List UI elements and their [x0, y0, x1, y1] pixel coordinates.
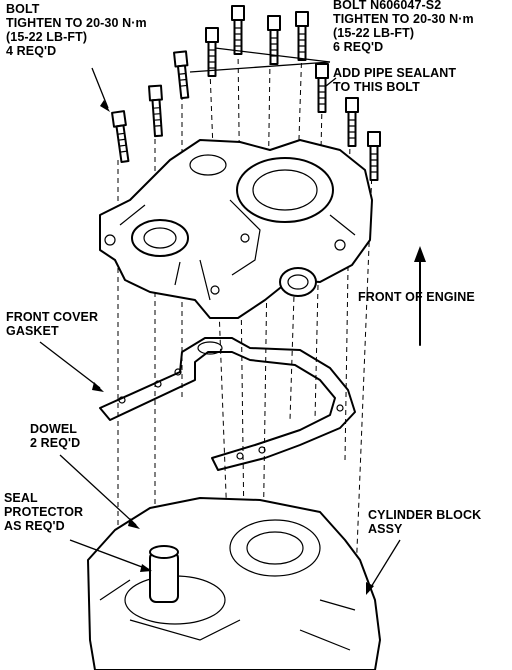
callout-line: 6 REQ'D [333, 40, 384, 54]
callout-line: TIGHTEN TO 20-30 N·m [333, 12, 474, 26]
front-cover-gasket [99, 337, 356, 471]
bolt-icon [231, 5, 245, 55]
callout-line: SEAL [4, 491, 38, 505]
gasket-callout: FRONT COVER GASKET [6, 310, 98, 338]
bolt-icon [148, 84, 163, 138]
cylinder-block [87, 497, 381, 670]
callout-line: TIGHTEN TO 20-30 N·m [6, 16, 147, 30]
bolt-icon [315, 63, 329, 113]
callout-line: BOLT [6, 2, 40, 16]
callout-line: (15-22 LB-FT) [6, 30, 88, 44]
dowel-callout: DOWEL 2 REQ'D [30, 422, 80, 450]
callout-line: CYLINDER BLOCK [368, 508, 482, 522]
bolt-icon [173, 50, 190, 100]
callout-line: 2 REQ'D [30, 436, 81, 450]
callout-line: (15-22 LB-FT) [333, 26, 415, 40]
bolt-callout-right: BOLT N606047-S2 TIGHTEN TO 20-30 N·m (15… [333, 0, 474, 54]
bolt-icon [111, 110, 130, 164]
leader-lines [39, 47, 401, 595]
callout-line: ADD PIPE SEALANT [333, 66, 457, 80]
sealant-callout: ADD PIPE SEALANT TO THIS BOLT [333, 66, 456, 94]
cylinder-block-callout: CYLINDER BLOCK ASSY [368, 508, 481, 536]
front-cover [99, 139, 373, 319]
front-direction-arrow-icon [414, 246, 426, 346]
callout-line: 4 REQ'D [6, 44, 57, 58]
callout-line: PROTECTOR [4, 505, 84, 519]
callout-line: FRONT COVER [6, 310, 99, 324]
callout-line: AS REQ'D [4, 519, 65, 533]
bolt-icon [267, 15, 281, 65]
bolt-icon [295, 11, 309, 61]
callout-line: ASSY [368, 522, 403, 536]
bolt-callout-left: BOLT TIGHTEN TO 20-30 N·m (15-22 LB-FT) … [6, 2, 147, 58]
callout-line: DOWEL [30, 422, 78, 436]
bolt-icon [367, 131, 381, 181]
bolt-group [111, 5, 381, 181]
callout-line: GASKET [6, 324, 59, 338]
callout-line: BOLT N606047-S2 [333, 0, 442, 12]
bolt-icon [205, 27, 219, 77]
front-of-engine-label: FRONT OF ENGINE [358, 290, 475, 304]
callout-line: TO THIS BOLT [333, 80, 420, 94]
bolt-icon [345, 97, 359, 147]
seal-protector-callout: SEAL PROTECTOR AS REQ'D [4, 491, 83, 533]
